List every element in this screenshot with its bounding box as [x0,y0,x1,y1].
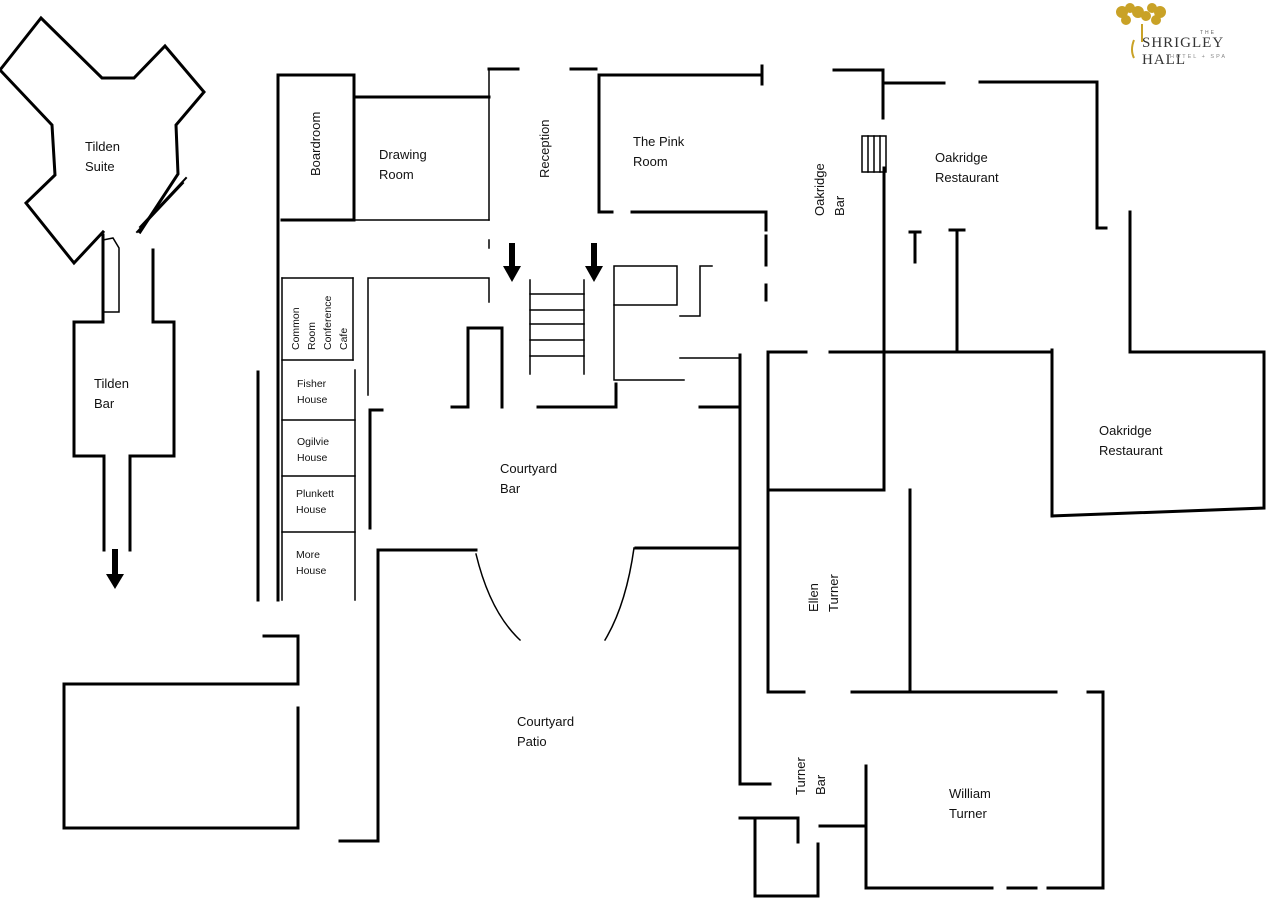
room-tilden-bar[interactable]: Tilden Bar [94,376,129,411]
room-drawing-room[interactable]: Drawing Room [379,147,427,182]
room-ellen-turner[interactable]: Ellen Turner [806,574,841,612]
room-tilden-suite[interactable]: Tilden Suite [85,139,120,174]
tilden-suite-wall [0,15,206,266]
room-plunkett-house[interactable]: Plunkett House [296,488,334,516]
shrigley-hall-logo: THE SHRIGLEY HALL HOTEL + SPA [1112,2,1262,68]
room-courtyard-patio[interactable]: Courtyard Patio [517,714,575,749]
room-boardroom[interactable]: Boardroom [308,111,323,176]
room-oakridge-bar[interactable]: Oakridge Bar [812,163,847,216]
logo-the: THE [1200,30,1216,36]
room-fisher-house[interactable]: Fisher House [297,378,328,406]
tilden-suite-window [138,176,188,229]
room-william-turner[interactable]: William Turner [949,786,991,821]
room-more-house[interactable]: More House [296,549,327,577]
logo-subtitle: HOTEL + SPA [1170,54,1227,60]
room-turner-bar[interactable]: Turner Bar [793,757,828,795]
room-oakridge-restaurant-upper[interactable]: Oakridge Restaurant [935,150,999,185]
room-courtyard-bar[interactable]: Courtyard Bar [500,461,558,496]
tilden-exit-arrow [106,549,124,589]
stairs-arrows [503,243,603,282]
oakridge-bar-counter [861,135,887,173]
room-oakridge-restaurant-lower[interactable]: Oakridge Restaurant [1099,423,1163,458]
logo-brand: SHRIGLEY HALL [1142,35,1224,68]
room-ogilvie-house[interactable]: Ogilvie House [297,436,330,464]
room-pink-room[interactable]: The Pink Room [633,134,685,169]
room-common-room[interactable]: Common Room Conference Cafe [290,295,350,350]
stag-crest-icon [1116,3,1166,59]
room-reception[interactable]: Reception [537,119,552,178]
